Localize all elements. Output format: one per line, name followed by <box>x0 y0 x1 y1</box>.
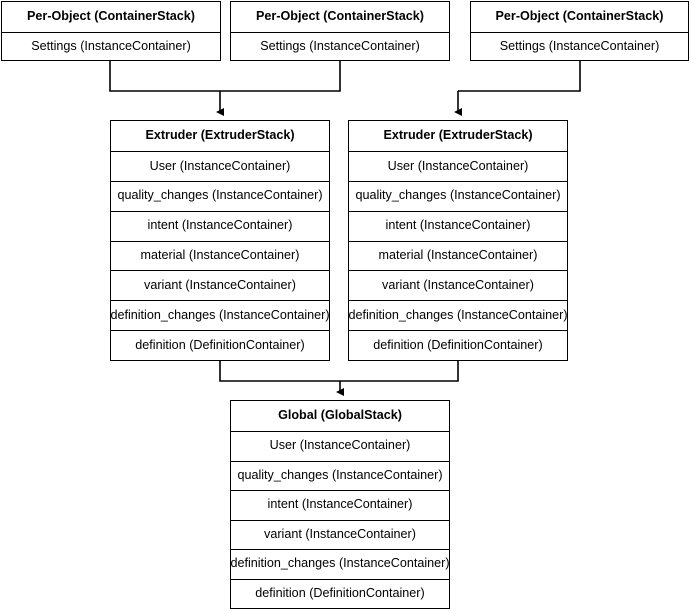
node-row: definition_changes (InstanceContainer) <box>111 300 329 330</box>
node-header: Per-Object (ContainerStack) <box>495 9 664 24</box>
node-extruder-2: Extruder (ExtruderStack) User (InstanceCo… <box>348 120 568 361</box>
node-per-object-3: Per-Object (ContainerStack) Settings (Ins… <box>470 1 689 61</box>
node-row: User (InstanceContainer) <box>231 431 449 461</box>
node-row: intent (InstanceContainer) <box>349 210 567 241</box>
node-row: variant (InstanceContainer) <box>111 270 329 300</box>
node-header: Extruder (ExtruderStack) <box>145 128 295 143</box>
node-row: definition (DefinitionContainer) <box>111 330 329 360</box>
node-header: Extruder (ExtruderStack) <box>383 128 533 143</box>
connector-per-object-2-to-extruder-1 <box>220 61 341 92</box>
node-row: material (InstanceContainer) <box>349 240 567 271</box>
node-header: Per-Object (ContainerStack) <box>27 9 195 24</box>
connector-extruder-1-to-global <box>219 361 340 382</box>
node-row: material (InstanceContainer) <box>111 240 329 271</box>
node-row: quality_changes (InstanceContainer) <box>231 460 449 491</box>
node-row: definition_changes (InstanceContainer) <box>349 300 567 330</box>
node-global: Global (GlobalStack) User (InstanceContai… <box>230 400 450 609</box>
node-row: quality_changes (InstanceContainer) <box>349 180 567 211</box>
node-row: Settings (InstanceContainer) <box>231 32 449 60</box>
node-row: quality_changes (InstanceContainer) <box>111 180 329 211</box>
node-row: definition_changes (InstanceContainer) <box>231 549 449 579</box>
node-row: variant (InstanceContainer) <box>349 270 567 300</box>
node-per-object-2: Per-Object (ContainerStack) Settings (Ins… <box>230 1 450 61</box>
node-header: Per-Object (ContainerStack) <box>256 9 424 24</box>
node-row: Settings (InstanceContainer) <box>471 32 688 60</box>
node-row: definition (DefinitionContainer) <box>349 330 567 360</box>
connector-extruder-2-to-global <box>340 361 459 382</box>
node-row: User (InstanceContainer) <box>349 151 567 181</box>
connector-per-object-1-to-extruder-1 <box>109 61 220 92</box>
connector-per-object-3-to-extruder-2 <box>458 61 581 92</box>
node-row: definition (DefinitionContainer) <box>231 578 449 609</box>
node-row: intent (InstanceContainer) <box>231 490 449 520</box>
node-row: User (InstanceContainer) <box>111 151 329 181</box>
node-row: intent (InstanceContainer) <box>111 210 329 241</box>
node-row: Settings (InstanceContainer) <box>2 32 220 60</box>
node-row: variant (InstanceContainer) <box>231 519 449 550</box>
node-extruder-1: Extruder (ExtruderStack) User (InstanceCo… <box>110 120 330 361</box>
node-header: Global (GlobalStack) <box>278 408 402 423</box>
node-per-object-1: Per-Object (ContainerStack) Settings (Ins… <box>1 1 221 61</box>
